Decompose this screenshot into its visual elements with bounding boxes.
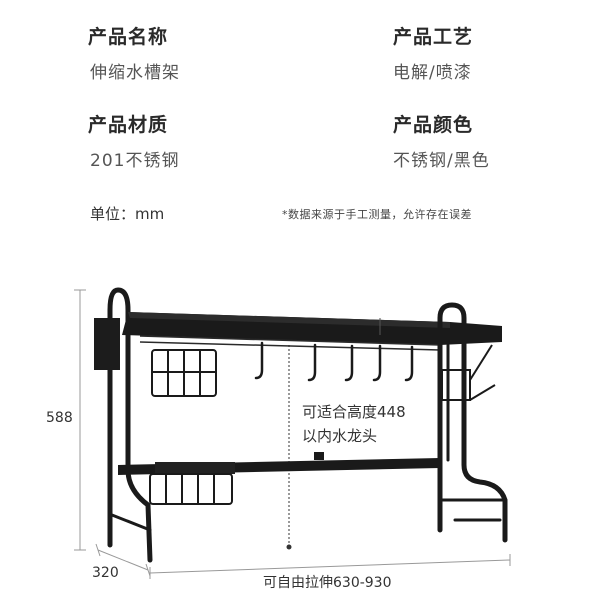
measurement-note: *数据来源于手工测量，允许存在误差	[282, 208, 472, 221]
hanging-basket-left	[151, 349, 217, 397]
height-dimension-label: 588	[46, 410, 73, 426]
height-dimension-line	[74, 289, 86, 551]
color-label: 产品颜色	[393, 114, 474, 136]
utensil-hooks	[254, 341, 414, 382]
depth-dimension-label: 320	[92, 565, 119, 581]
faucet-callout-line1: 可适合高度448	[302, 403, 406, 421]
width-dimension-line	[149, 554, 511, 579]
unit-text: 单位：mm	[90, 205, 165, 223]
faucet-callout-line2: 以内水龙头	[302, 427, 378, 445]
lower-basket	[149, 473, 233, 505]
faucet-height-marker	[286, 544, 292, 550]
name-value: 伸缩水槽架	[90, 63, 180, 83]
knife-holder	[94, 318, 120, 370]
name-label: 产品名称	[88, 26, 169, 48]
color-value: 不锈钢/黑色	[393, 151, 490, 171]
material-value: 201不锈钢	[90, 151, 180, 171]
faucet-callout: 可适合高度448 以内水龙头	[302, 400, 406, 448]
side-rack-right	[441, 344, 496, 401]
top-shelf	[122, 312, 502, 351]
depth-dimension-line	[95, 543, 151, 577]
lower-shelf	[118, 452, 440, 475]
width-dimension-label: 可自由拉伸630-930	[263, 575, 392, 591]
process-value: 电解/喷漆	[393, 63, 472, 83]
process-label: 产品工艺	[393, 26, 474, 48]
right-frame	[437, 302, 508, 543]
material-label: 产品材质	[88, 114, 169, 136]
